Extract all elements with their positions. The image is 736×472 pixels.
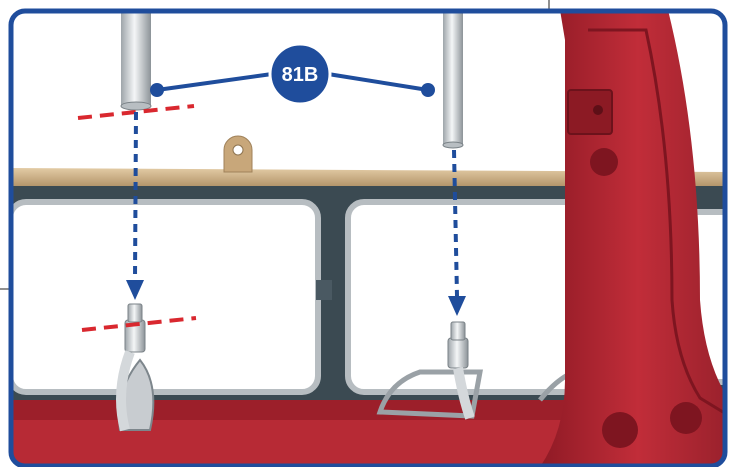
pillar-bracket — [568, 90, 612, 134]
pillar-hole-3 — [670, 402, 702, 434]
right-pole-end — [443, 142, 463, 148]
lug-hole — [233, 145, 243, 155]
bracket-hole — [593, 105, 603, 115]
left-window — [10, 202, 318, 392]
frame-clip — [316, 280, 332, 300]
part-number-label: 81B — [282, 64, 319, 86]
callout-dot-left — [150, 83, 164, 97]
callout-dot-right — [421, 83, 435, 97]
right-window — [348, 202, 594, 392]
left-pole-pin — [128, 304, 142, 322]
right-hanging-pole — [443, 10, 463, 145]
right-pole-pin — [451, 322, 465, 340]
model-scene: 81B — [10, 10, 736, 467]
left-pole-end — [121, 102, 151, 110]
pillar-hole-1 — [590, 148, 618, 176]
pillar-hole-2 — [602, 412, 638, 448]
left-hanging-pole — [121, 10, 151, 106]
right-pole-socket — [448, 338, 468, 368]
